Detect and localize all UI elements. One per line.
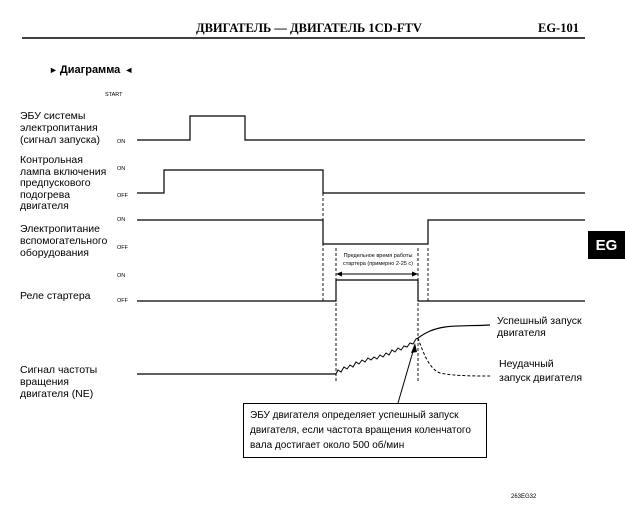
section-arrow-right-icon: ◄ — [124, 65, 134, 75]
section-title-text: Диаграмма — [59, 64, 121, 76]
ecu-note-box: ЭБУ двигателя определяет успешный запуск… — [243, 403, 487, 458]
lamp-signal-line — [137, 169, 585, 194]
power-on-tag: ON — [117, 217, 126, 223]
ecu-start-tag: START — [105, 92, 123, 98]
ne-signal-label: Сигнал частоты вращения двигателя (NE) — [20, 364, 98, 400]
chapter-tab-eg: EG — [588, 231, 625, 259]
note-callout-line — [397, 347, 415, 404]
lamp-on-tag: ON — [117, 166, 126, 172]
note-line-3: вала достигает около 500 об/мин — [250, 440, 405, 451]
relay-on-tag: ON — [117, 273, 126, 279]
power-off-tag: OFF — [117, 245, 128, 251]
ne-failure-curve — [417, 337, 491, 377]
relay-signal-label: Реле стартера — [20, 290, 91, 302]
relay-signal-line — [137, 279, 585, 302]
failure-outcome-label: Неудачный запуск двигателя — [499, 358, 583, 384]
starter-limit-arrow-left-icon — [336, 271, 342, 277]
ne-success-curve — [417, 324, 491, 339]
starter-limit-arrow-right-icon — [412, 271, 418, 277]
starter-limit-label: Предельное время работы стартера (пример… — [343, 253, 413, 267]
power-signal-label: Электропитание вспомогательного оборудов… — [20, 223, 108, 259]
section-arrow-left-icon: ► — [49, 65, 58, 75]
lamp-signal-label: Контрольная лампа включения предпусковог… — [20, 154, 107, 212]
relay-off-tag: OFF — [117, 298, 128, 304]
page-number: EG-101 — [538, 21, 579, 35]
ecu-signal-line — [137, 115, 585, 141]
section-title: ►Диаграмма◄ — [49, 64, 133, 76]
power-signal-line — [137, 219, 585, 245]
figure-code: 263EG32 — [511, 494, 537, 500]
lamp-off-tag: OFF — [117, 193, 128, 199]
note-callout-arrowhead-icon — [411, 343, 417, 353]
note-line-2: двигателя, если частота вращения коленча… — [250, 425, 471, 436]
note-line-1: ЭБУ двигателя определяет успешный запуск — [250, 410, 459, 421]
ne-cranking-curve — [335, 337, 419, 375]
ecu-signal-label: ЭБУ системы электропитания (сигнал запус… — [20, 110, 101, 146]
success-outcome-label: Успешный запуск двигателя — [497, 315, 582, 339]
ecu-on-tag: ON — [117, 139, 126, 145]
document-header-title: ДВИГАТЕЛЬ — ДВИГАТЕЛЬ 1CD-FTV — [196, 21, 422, 35]
